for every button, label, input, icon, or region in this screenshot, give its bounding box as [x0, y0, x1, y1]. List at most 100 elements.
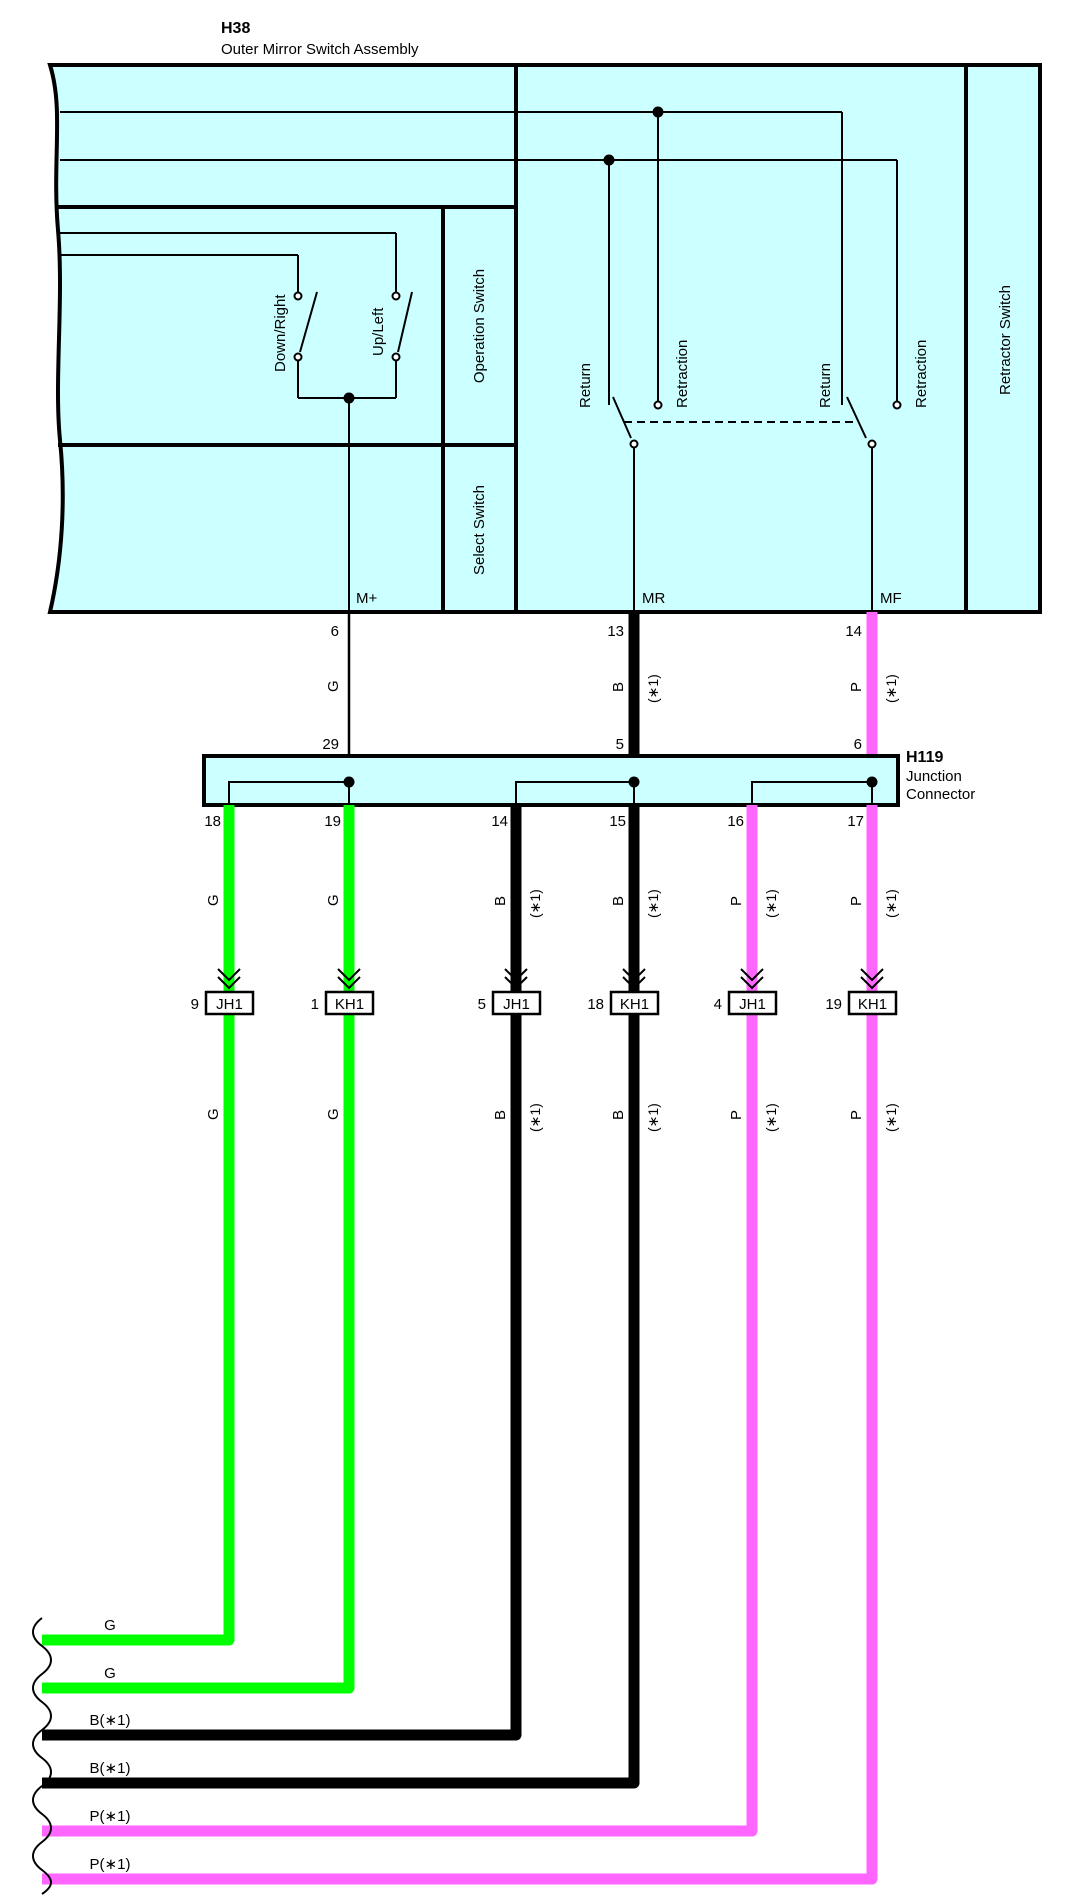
retractor-switch-blade-1 [612, 396, 632, 439]
connector-group-3: JH1 5 [478, 968, 542, 1016]
return-label-1: Return [577, 363, 594, 408]
bottom-label-6: P(∗1) [90, 1856, 131, 1873]
wire-g-1 [42, 805, 235, 1646]
operation-switch-label: Operation Switch [471, 269, 488, 383]
terminal-mr: MR [642, 590, 665, 607]
wire-color-p-2b: P [848, 1110, 865, 1120]
h119-box [202, 754, 900, 807]
h119-code: H119 [906, 749, 943, 766]
wire-note-p-1b: (∗1) [763, 1103, 779, 1132]
h119-pin-17: 17 [847, 813, 864, 830]
wire-color-g-1b: G [205, 1108, 222, 1120]
connector-pin: 18 [587, 996, 604, 1013]
retraction-label-1: Retraction [674, 340, 691, 408]
h119-dot-p [866, 776, 878, 788]
down-right-contact [299, 291, 318, 353]
h119-name-line1: Junction [906, 768, 962, 785]
down-right-label: Down/Right [272, 294, 289, 372]
wire-color-b-top: B [610, 682, 627, 692]
connector-group-4: KH1 18 [587, 968, 660, 1016]
h119-pin-29: 29 [322, 736, 339, 753]
h119-pin-19: 19 [324, 813, 341, 830]
connector-pin: 19 [825, 996, 842, 1013]
h119-bus-g [228, 781, 350, 805]
wire-color-g-2b: G [325, 1108, 342, 1120]
h38-box [47, 63, 1042, 614]
h119-pin-16: 16 [727, 813, 744, 830]
wire-note-b-2a: (∗1) [645, 889, 661, 918]
wire-p-2 [42, 805, 878, 1885]
terminal-mf: MF [880, 590, 902, 607]
retraction-terminal-2 [892, 400, 902, 410]
wire-color-p-1a: P [728, 896, 745, 906]
h119-dot-b [628, 776, 640, 788]
wire-color-p-2a: P [848, 896, 865, 906]
connector-group-5: JH1 4 [714, 968, 778, 1016]
up-left-terminal-bottom [391, 352, 401, 362]
h119-name-line2: Connector [906, 786, 975, 803]
select-switch-label: Select Switch [471, 485, 488, 575]
h119-pin-18: 18 [204, 813, 221, 830]
connector-name: KH1 [335, 996, 364, 1013]
connector-name: JH1 [216, 996, 243, 1013]
connector-name: KH1 [858, 996, 887, 1013]
wire-note-p-1a: (∗1) [763, 889, 779, 918]
h119-bus-p [751, 781, 873, 805]
connector-box [324, 990, 375, 1016]
wire-color-b-1b: B [492, 1110, 509, 1120]
wire-color-g-2a: G [325, 894, 342, 906]
bottom-label-2: G [104, 1665, 116, 1682]
h119-pin-6: 6 [854, 736, 862, 753]
wire-b-2 [42, 805, 640, 1789]
wire-color-b-1a: B [492, 896, 509, 906]
wire-note-b-1a: (∗1) [527, 889, 543, 918]
connector-pin: 9 [191, 996, 199, 1013]
retractor-junction-dot-1 [603, 154, 615, 166]
h38-pin-14: 14 [845, 623, 862, 640]
retractor-switch-label: Retractor Switch [997, 285, 1014, 395]
wire-note-b-1b: (∗1) [527, 1103, 543, 1132]
wire-note-p-2a: (∗1) [883, 889, 899, 918]
wire-color-p-top: P [848, 682, 865, 692]
bottom-label-5: P(∗1) [90, 1808, 131, 1825]
wire-color-g-top: G [325, 680, 342, 692]
h119-pin-14: 14 [491, 813, 508, 830]
h119-pin-5: 5 [616, 736, 624, 753]
connector-group-6: KH1 19 [825, 968, 898, 1016]
h38-pin-6: 6 [331, 623, 339, 640]
h38-pin-13: 13 [607, 623, 624, 640]
connector-box [847, 990, 898, 1016]
wire-color-g-1a: G [205, 894, 222, 906]
bottom-label-3: B(∗1) [90, 1712, 131, 1729]
wire-color-p-1b: P [728, 1110, 745, 1120]
down-right-terminal-bottom [293, 352, 303, 362]
bottom-label-1: G [104, 1617, 116, 1634]
up-left-contact [397, 291, 413, 353]
h119-bus-b [515, 781, 635, 805]
wire-color-b-2b: B [610, 1110, 627, 1120]
connector-box [491, 990, 542, 1016]
retraction-terminal-1 [653, 400, 663, 410]
retractor-switch-blade-2 [846, 396, 867, 439]
up-left-label: Up/Left [370, 307, 387, 356]
bottom-label-4: B(∗1) [90, 1760, 131, 1777]
wire-p-1 [42, 805, 758, 1837]
connector-pin: 4 [714, 996, 722, 1013]
connector-box [727, 990, 778, 1016]
wire-b-1 [42, 805, 522, 1741]
connector-group-2: KH1 1 [311, 968, 375, 1016]
connector-name: JH1 [739, 996, 766, 1013]
connector-pin: 5 [478, 996, 486, 1013]
h119-pin-15: 15 [609, 813, 626, 830]
connector-name: KH1 [620, 996, 649, 1013]
h38-code: H38 [221, 20, 250, 37]
retractor-common-terminal-2 [867, 439, 877, 449]
connector-box [204, 990, 255, 1016]
wire-note-p-2b: (∗1) [883, 1103, 899, 1132]
down-right-terminal-top [293, 291, 303, 301]
break-line [32, 1617, 52, 1895]
wire-note-b-top: (∗1) [645, 674, 661, 703]
return-label-2: Return [817, 363, 834, 408]
connector-pin: 1 [311, 996, 319, 1013]
